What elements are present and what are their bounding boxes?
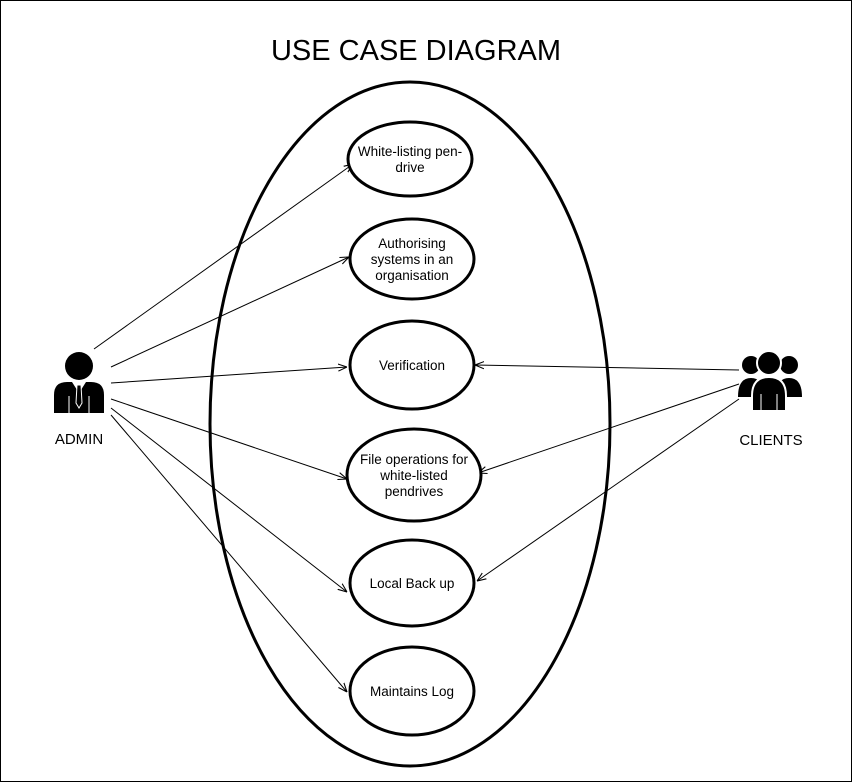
admin-to-file-operations-arrow: [110, 398, 347, 479]
use-case-label: white-listed: [379, 468, 448, 483]
use-case-maintains-log: Maintains Log: [348, 645, 476, 737]
use-cases: White-listing pen-driveAuthorisingsystem…: [345, 120, 483, 737]
use-case-label: Local Back up: [370, 576, 455, 591]
admin-to-whitelisting-arrow: [93, 164, 353, 350]
use-case-label: Maintains Log: [370, 684, 454, 699]
use-case-ellipse: [348, 217, 476, 301]
use-case-label: Verification: [379, 358, 445, 373]
admin-to-verification-arrow: [110, 367, 347, 384]
use-case-label: drive: [395, 160, 424, 175]
admin-label: ADMIN: [55, 431, 103, 448]
use-case-whitelisting: White-listing pen-drive: [346, 120, 474, 198]
association-lines: [93, 164, 740, 692]
use-case-local-backup: Local Back up: [348, 538, 476, 628]
use-case-ellipse: [348, 538, 476, 628]
system-boundary: [208, 80, 612, 768]
use-case-label: Authorising: [378, 236, 446, 251]
user-group-icon: [738, 350, 802, 412]
admin-actor: ADMIN: [54, 352, 104, 448]
use-case-label: organisation: [375, 268, 449, 283]
use-case-ellipse: [348, 319, 476, 411]
use-case-label: pendrives: [385, 484, 444, 499]
use-case-ellipse: [348, 645, 476, 737]
use-case-ellipse: [346, 120, 474, 198]
clients-to-verification-arrow: [475, 365, 740, 371]
use-case-verification: Verification: [348, 319, 476, 411]
admin-to-authorising-arrow: [110, 257, 349, 368]
use-case-ellipse: [345, 427, 483, 523]
use-case-label: systems in an: [371, 252, 454, 267]
admin-to-maintains-log-arrow: [110, 414, 347, 692]
diagram-title: USE CASE DIAGRAM: [271, 35, 561, 67]
use-case-label: White-listing pen-: [358, 144, 462, 159]
clients-actor: CLIENTS: [738, 350, 803, 449]
use-case-label: File operations for: [360, 452, 469, 467]
clients-to-file-operations-arrow: [478, 383, 740, 473]
admin-to-local-backup-arrow: [110, 407, 347, 592]
businessman-icon: [54, 352, 104, 413]
clients-label: CLIENTS: [739, 432, 802, 449]
clients-to-local-backup-arrow: [477, 398, 740, 581]
